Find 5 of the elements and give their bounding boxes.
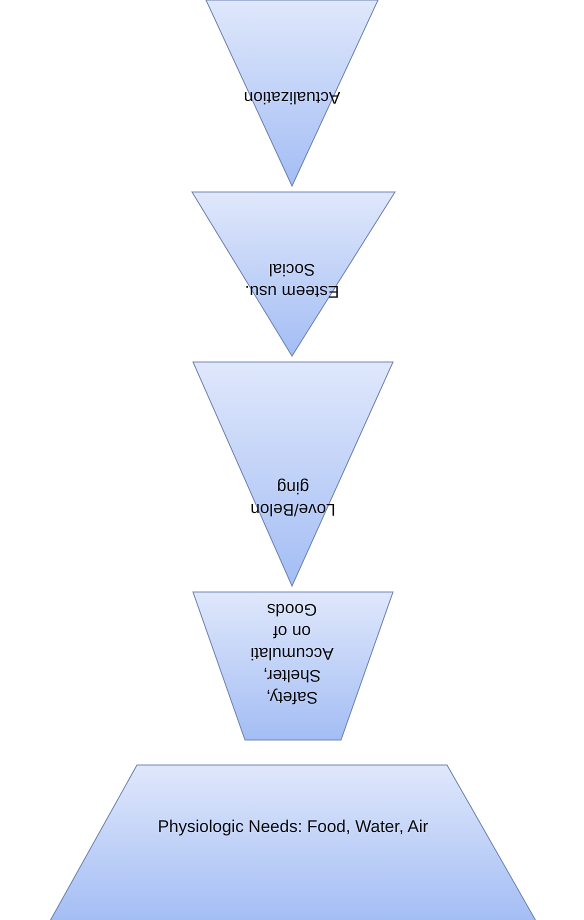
level-label: Physiologic Needs: Food, Water, Air bbox=[156, 816, 430, 838]
level-label: Actualization bbox=[242, 87, 342, 108]
level-label: Safety, Shelter, Accumulation of Goods bbox=[249, 599, 335, 708]
level-label: Esteem usu. Social bbox=[244, 259, 340, 302]
level-label: Love/Belonging bbox=[249, 477, 337, 520]
